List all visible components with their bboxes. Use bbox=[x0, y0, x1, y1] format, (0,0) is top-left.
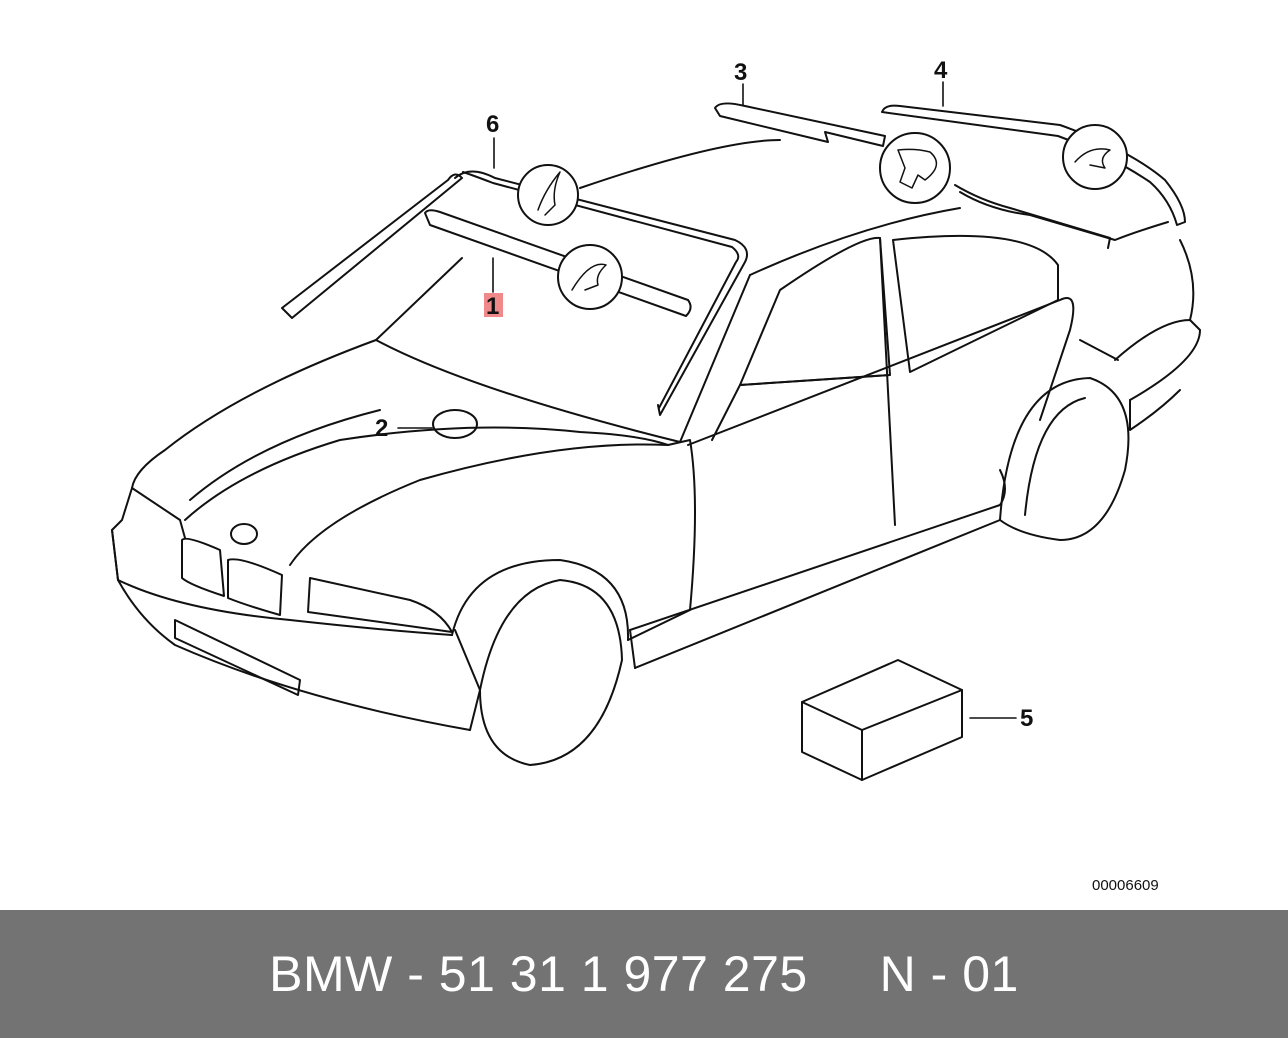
callout-2: 2 bbox=[375, 415, 388, 442]
trim-strip-6 bbox=[281, 170, 748, 416]
section-detail-6 bbox=[517, 164, 579, 226]
section-detail-1 bbox=[557, 244, 623, 310]
reference-code: 00006609 bbox=[1092, 877, 1159, 894]
parts-diagram: 1 2 3 4 5 6 00006609 bbox=[111, 57, 1201, 894]
section-detail-3 bbox=[879, 132, 951, 204]
washer-nozzle-part bbox=[432, 409, 478, 439]
callout-1-highlight bbox=[484, 293, 503, 317]
car-outline bbox=[111, 139, 1201, 766]
section-detail-4 bbox=[1062, 124, 1128, 190]
trim-strip-3 bbox=[714, 102, 1111, 249]
trim-strip-1 bbox=[424, 209, 692, 317]
callout-4: 4 bbox=[934, 57, 948, 84]
part-number-banner: BMW - 51 31 1 977 275 N - 01 bbox=[0, 910, 1288, 1038]
callout-5: 5 bbox=[1020, 705, 1033, 732]
callout-6: 6 bbox=[486, 111, 499, 138]
parts-kit-box bbox=[801, 659, 963, 781]
callout-1: 1 bbox=[486, 293, 499, 320]
part-number-text: BMW - 51 31 1 977 275 N - 01 bbox=[269, 946, 1019, 1002]
leader-lines bbox=[397, 81, 1017, 719]
callout-3: 3 bbox=[734, 59, 747, 86]
